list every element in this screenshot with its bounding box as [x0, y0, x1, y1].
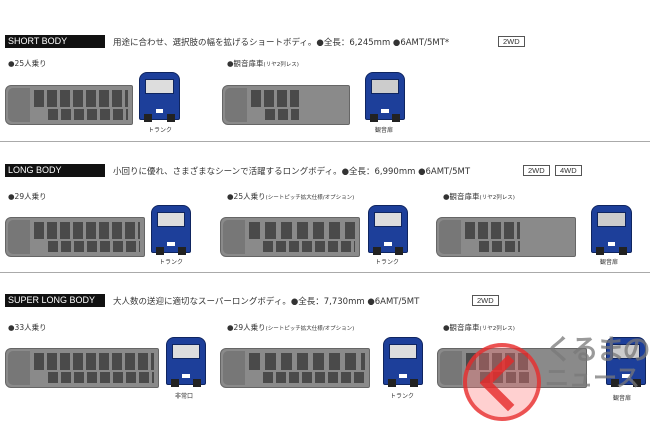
bus-seat-plan — [5, 348, 159, 388]
divider — [0, 272, 650, 273]
rear-caption: トランク — [375, 259, 400, 266]
variant-label: ●観音扉車(リヤ2列レス) — [227, 59, 299, 68]
variant-label: ●29人乗り — [8, 192, 47, 201]
bus-seat-plan — [220, 348, 370, 388]
bus-rear-view — [151, 205, 191, 255]
bus-rear-view — [591, 205, 632, 255]
watermark-text: くるまの — [545, 333, 650, 366]
drive-badge-2wd: 2WD — [472, 295, 499, 306]
rear-caption: トランク — [159, 259, 184, 266]
variant-label: ●29人乗り(シートピッチ拡大仕様/オプション) — [227, 323, 355, 332]
watermark-text: ニュース — [545, 364, 640, 392]
section-tag: SHORT BODY — [5, 35, 105, 48]
bus-seat-plan — [222, 85, 350, 125]
bus-rear-view — [383, 337, 423, 387]
variant-label: ●25人乗り — [8, 59, 47, 68]
variant-label: ●25人乗り(シートピッチ拡大仕様/オプション) — [227, 192, 355, 201]
section-tag: LONG BODY — [5, 164, 105, 177]
section-header-long: LONG BODY 小回りに優れ、さまざまなシーンで活躍するロングボディ。●全長… — [5, 164, 470, 177]
bus-seat-plan — [5, 217, 145, 257]
section-description: 小回りに優れ、さまざまなシーンで活躍するロングボディ。●全長：6,990mm ●… — [113, 166, 471, 177]
section-header-short: SHORT BODY 用途に合わせ、選択肢の幅を拡げるショートボディ。●全長：6… — [5, 35, 449, 48]
bus-rear-view — [365, 72, 405, 122]
rear-caption: 観音扉 — [613, 395, 632, 402]
section-description: 用途に合わせ、選択肢の幅を拡げるショートボディ。●全長：6,245mm ●6AM… — [113, 37, 450, 48]
rear-caption: 観音扉 — [600, 259, 619, 266]
bus-rear-view — [166, 337, 206, 387]
rear-caption: トランク — [148, 127, 173, 134]
drive-badge-4wd: 4WD — [555, 165, 582, 176]
bus-rear-view — [139, 72, 180, 122]
divider — [0, 141, 650, 142]
drive-badge-2wd: 2WD — [498, 36, 525, 47]
bus-rear-view — [606, 337, 646, 387]
rear-caption: トランク — [390, 393, 415, 400]
rear-caption: 観音扉 — [375, 127, 394, 134]
section-description: 大人数の送迎に適切なスーパーロングボディ。●全長：7,730mm ●6AMT/5… — [113, 296, 420, 307]
bus-seat-plan — [436, 217, 576, 257]
drive-badge-2wd: 2WD — [523, 165, 550, 176]
rear-caption: 非常口 — [175, 393, 194, 400]
variant-label: ●33人乗り — [8, 323, 47, 332]
section-header-super-long: SUPER LONG BODY 大人数の送迎に適切なスーパーロングボディ。●全長… — [5, 294, 419, 307]
watermark-logo-icon — [463, 343, 541, 421]
bus-seat-plan — [220, 217, 360, 257]
bus-rear-view — [368, 205, 408, 255]
bus-seat-plan — [5, 85, 133, 125]
variant-label: ●観音扉車(リヤ2列レス) — [443, 323, 515, 332]
variant-label: ●観音扉車(リヤ2列レス) — [443, 192, 515, 201]
section-tag: SUPER LONG BODY — [5, 294, 105, 307]
